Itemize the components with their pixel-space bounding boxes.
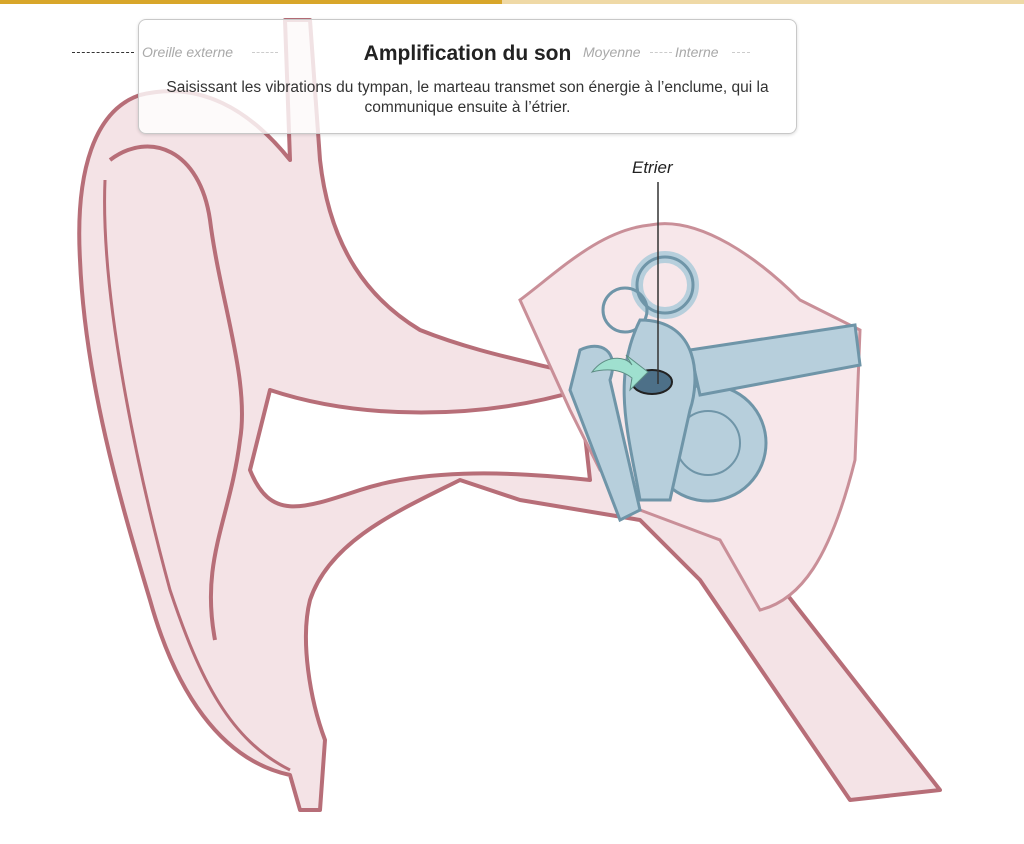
ear-canal bbox=[248, 388, 592, 509]
vestibule bbox=[622, 318, 697, 502]
tooltip-title: Amplification du son bbox=[363, 42, 572, 65]
info-tooltip: Amplification du son Saisissant les vibr… bbox=[138, 19, 797, 134]
nav-item-outer-ear[interactable]: Oreille externe bbox=[142, 44, 234, 60]
tooltip-body: Saisissant les vibrations du tympan, le … bbox=[166, 79, 769, 116]
arrow-icon bbox=[590, 354, 649, 392]
stapes-label: Etrier bbox=[632, 158, 673, 177]
nav-item-inner-ear[interactable]: Interne bbox=[675, 44, 719, 60]
progress-fill bbox=[0, 0, 502, 4]
nav-divider bbox=[732, 52, 750, 53]
nav-divider bbox=[72, 52, 134, 53]
nav-item-middle-ear[interactable]: Moyenne bbox=[583, 44, 641, 60]
semicircular-canal-2 bbox=[601, 286, 649, 334]
helix-rim bbox=[103, 179, 291, 772]
nav-divider bbox=[650, 52, 672, 53]
progress-bar bbox=[0, 0, 1024, 4]
antihelix bbox=[108, 144, 244, 641]
section-nav: Oreille externe Moyenne Interne bbox=[72, 44, 754, 62]
semicircular-canal bbox=[635, 255, 695, 315]
nav-divider bbox=[252, 52, 278, 53]
auditory-nerve bbox=[688, 323, 862, 397]
